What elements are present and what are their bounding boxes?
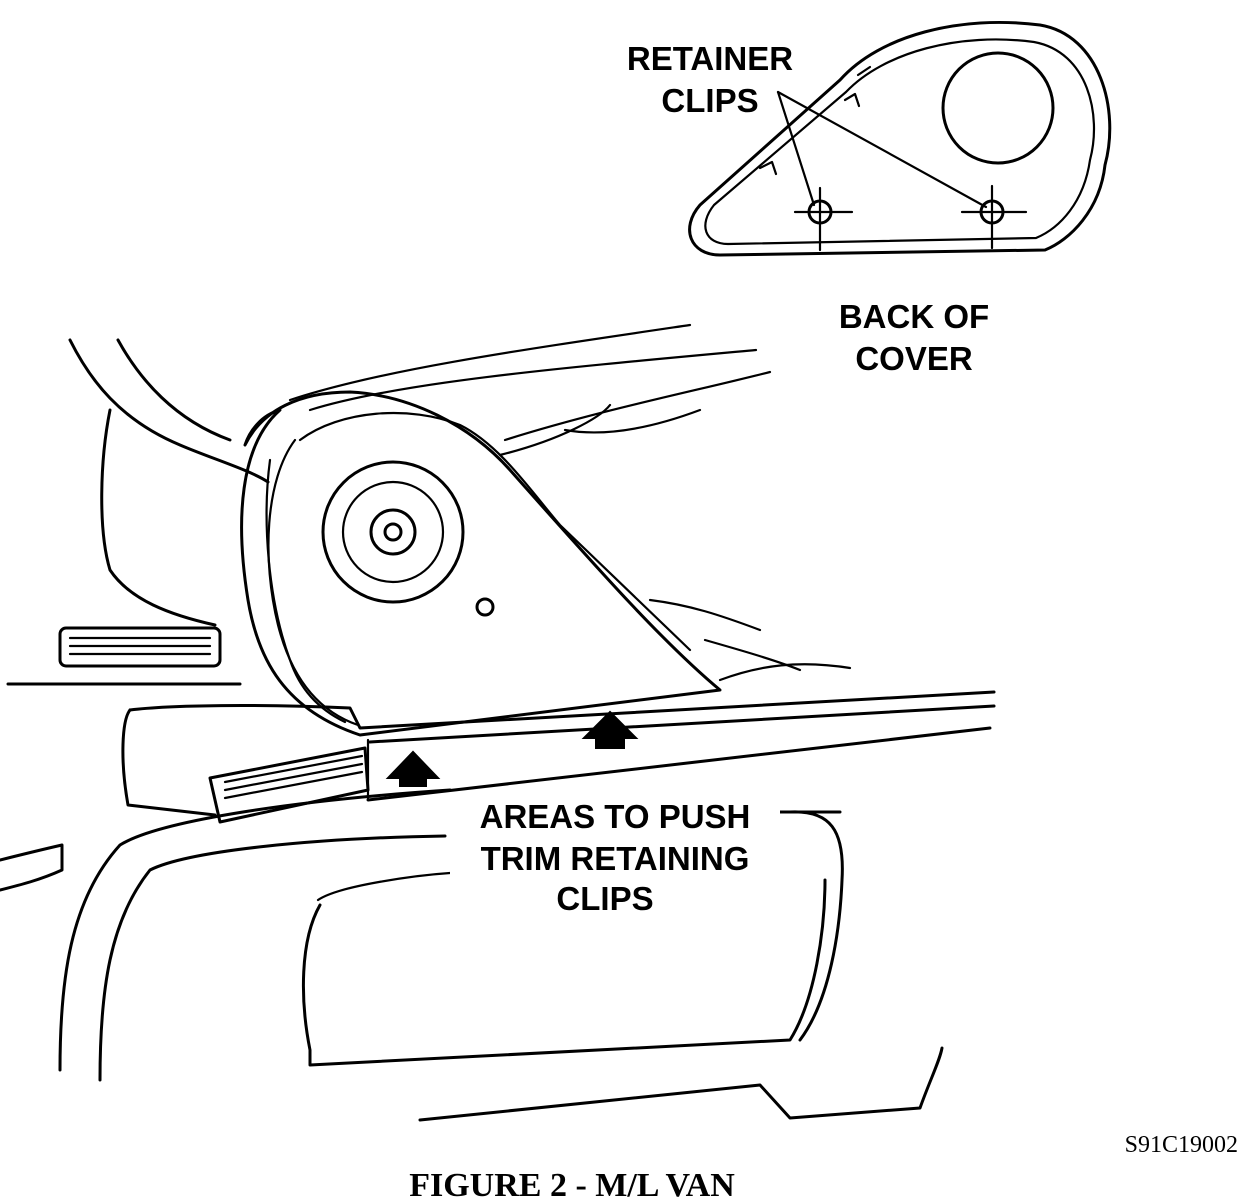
push-areas-label-line1: AREAS TO PUSH — [480, 798, 751, 835]
figure-code: S91C19002 — [1125, 1132, 1238, 1158]
door-frame-outer — [58, 788, 452, 1072]
pivot-outer-ring — [321, 460, 465, 604]
callout-push-areas: AREAS TO PUSH TRIM RETAINING CLIPS — [450, 794, 780, 920]
back-of-cover-label-line2: COVER — [855, 340, 973, 377]
upholstery-fold-4 — [498, 403, 702, 457]
cover-back-inset — [688, 21, 1112, 257]
seat-track-left — [58, 626, 222, 668]
retainer-clip-2 — [960, 184, 1028, 250]
window-recess — [301, 878, 827, 1067]
cover-pivot-hole — [941, 51, 1055, 165]
trim-panel-edge — [368, 704, 996, 744]
label-background — [450, 794, 780, 920]
upholstery-fold-3 — [503, 370, 772, 442]
retainer-clips-label-line1: RETAINER — [627, 40, 793, 77]
seat-recliner-assembly — [0, 323, 996, 1122]
push-arrow-1 — [385, 750, 441, 787]
window-recess-inner — [316, 871, 452, 902]
seat-back-side — [100, 408, 217, 627]
door-opening-left — [0, 843, 64, 892]
push-areas-label-line3: CLIPS — [556, 880, 653, 917]
upholstery-fold-1 — [288, 323, 692, 402]
cover-outline-inner — [704, 38, 1096, 246]
trim-panel-left-side — [121, 708, 217, 817]
cover-edge-tab-2 — [843, 92, 861, 108]
cushion-fold-1 — [648, 598, 802, 672]
cover-outline-outer — [688, 21, 1112, 257]
cushion-fold-2 — [718, 663, 852, 682]
figure-caption: FIGURE 2 - M/L VAN — [409, 1167, 735, 1202]
cover-small-hole — [475, 597, 495, 617]
recliner-cover-inner — [267, 411, 692, 727]
lower-rocker — [418, 1046, 944, 1122]
callout-retainer-clips: RETAINER CLIPS — [627, 40, 793, 119]
retainer-leader-1 — [776, 90, 816, 207]
pivot-center — [383, 522, 403, 542]
push-arrow-2 — [581, 710, 639, 749]
retainer-leader-2 — [776, 90, 988, 209]
back-of-cover-label-line1: BACK OF — [839, 298, 989, 335]
cover-edge-tab-1 — [758, 160, 778, 176]
seat-back-curve-2 — [116, 338, 232, 442]
trim-panel-upper — [128, 690, 996, 730]
pivot-gear — [341, 480, 445, 584]
pivot-hub — [369, 508, 417, 556]
callout-back-of-cover: BACK OF COVER — [839, 298, 989, 377]
body-panel-rear — [778, 810, 844, 1042]
seat-track-front — [208, 746, 370, 824]
door-frame-inner — [98, 834, 447, 1082]
seat-back-curve-1 — [68, 338, 270, 484]
recliner-cover-rim — [265, 458, 347, 724]
retainer-clip-1 — [793, 186, 854, 252]
recliner-cover-outer — [240, 390, 722, 737]
trim-panel-lower — [366, 726, 992, 802]
retainer-clips-label-line2: CLIPS — [661, 82, 758, 119]
push-areas-label-line2: TRIM RETAINING — [481, 840, 750, 877]
cover-edge-tab-3 — [856, 65, 872, 77]
upholstery-fold-2 — [308, 348, 758, 412]
